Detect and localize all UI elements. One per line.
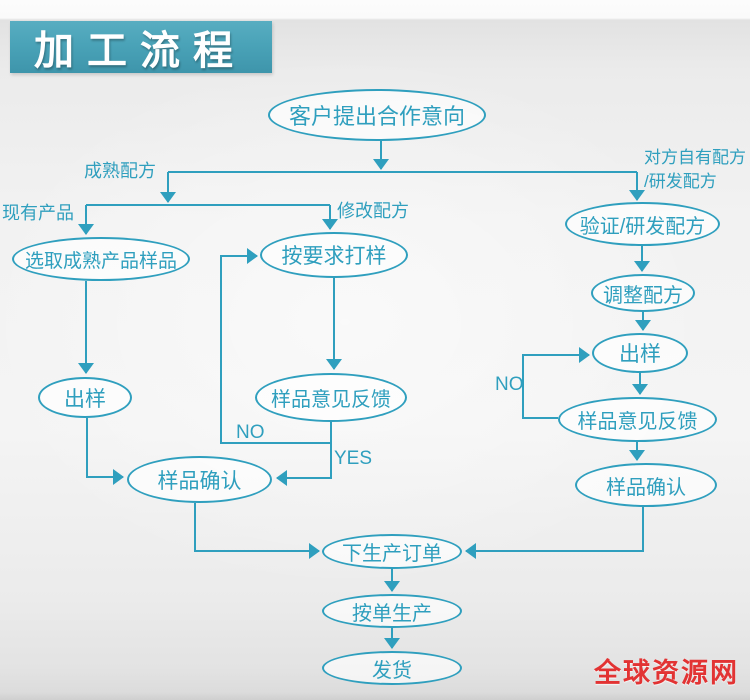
node-produce-per-order: 按单生产 — [322, 594, 462, 628]
site-watermark: 全球资源网 — [594, 658, 739, 688]
node-sample-out-left: 出样 — [38, 377, 132, 418]
connector-no-loop-right — [522, 347, 590, 419]
connector-confirm-left-order — [194, 503, 320, 559]
label-no-middle: NO — [236, 422, 265, 443]
connector-no-loop-middle — [220, 248, 332, 444]
node-sample-confirm-left: 样品确认 — [127, 456, 272, 503]
node-ship: 发货 — [322, 651, 462, 685]
node-feedback-right: 样品意见反馈 — [558, 397, 717, 442]
page-title: 加工流程 — [10, 21, 272, 73]
node-select-mature-sample: 选取成熟产品样品 — [12, 237, 190, 281]
label-own-formula: 对方自有配方 /研发配方 — [644, 146, 746, 194]
label-own-formula-line1: 对方自有配方 — [644, 148, 746, 167]
node-sample-out-right: 出样 — [592, 333, 688, 373]
node-adjust-formula: 调整配方 — [591, 274, 695, 312]
connector-confirm-right-order — [465, 507, 644, 559]
label-own-formula-line2: /研发配方 — [644, 172, 717, 191]
node-customer-intent: 客户提出合作意向 — [268, 89, 486, 141]
label-mature-formula: 成熟配方 — [84, 161, 156, 181]
label-no-right: NO — [495, 374, 524, 395]
node-feedback-middle: 样品意见反馈 — [255, 373, 407, 422]
node-place-production-order: 下生产订单 — [322, 534, 462, 569]
connector-out-confirm-left — [86, 418, 124, 485]
label-existing-product: 现有产品 — [2, 203, 74, 223]
node-verify-develop-formula: 验证/研发配方 — [565, 202, 720, 246]
connector-yes-confirm-left — [276, 443, 332, 486]
label-modify-formula: 修改配方 — [337, 201, 409, 221]
node-sample-confirm-right: 样品确认 — [575, 463, 717, 507]
label-yes-middle: YES — [334, 448, 373, 469]
node-sample-per-request: 按要求打样 — [260, 232, 408, 278]
